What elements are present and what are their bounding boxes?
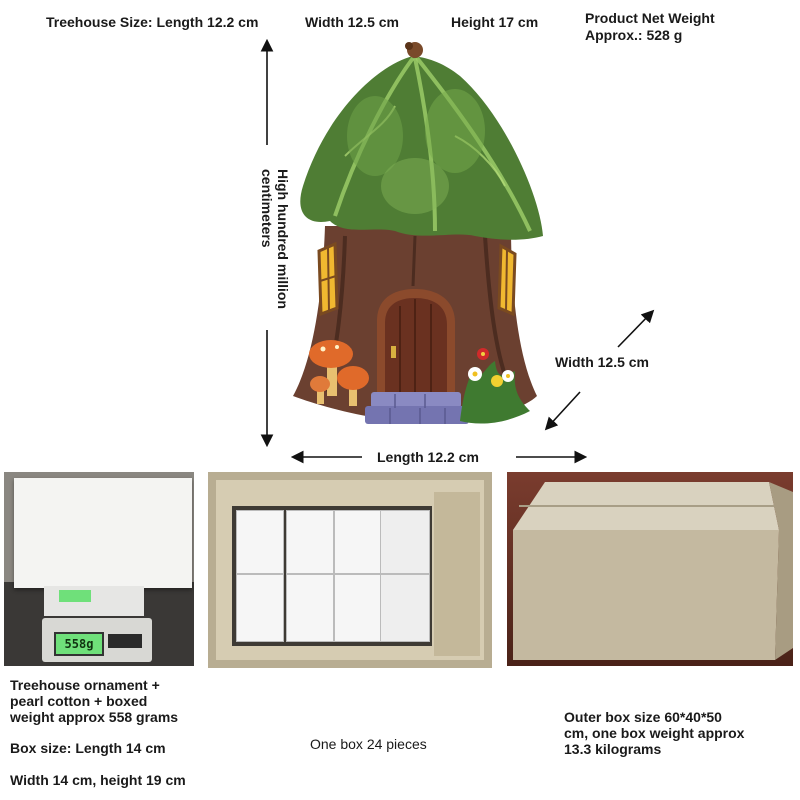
ornament-weight-caption: Treehouse ornament + pearl cotton + boxe… — [10, 677, 178, 725]
net-weight-label: Product Net Weight Approx.: 528 g — [585, 10, 715, 44]
outer-box-caption-line2: cm, one box weight approx — [564, 725, 745, 741]
carton-interior-photo — [208, 472, 492, 668]
size-label: Treehouse Size: Length 12.2 cm — [46, 14, 259, 30]
pieces-per-box-caption: One box 24 pieces — [310, 736, 427, 752]
ornament-caption-line2: pearl cotton + boxed — [10, 693, 148, 709]
dimension-arrows — [260, 38, 655, 464]
scale-display: 558g — [54, 632, 104, 656]
ornament-caption-line3: weight approx 558 grams — [10, 709, 179, 725]
length-bottom-label: Length 12.2 cm — [377, 449, 479, 465]
treehouse-image — [293, 42, 543, 424]
outer-box-caption-line1: Outer box size 60*40*50 — [564, 709, 722, 725]
width-label: Width 12.5 cm — [305, 14, 400, 30]
width-side-label: Width 12.5 cm — [555, 354, 650, 370]
net-weight-line2: Approx.: 528 g — [585, 27, 683, 43]
width-arrow-up — [617, 309, 655, 348]
height-label: Height 17 cm — [451, 14, 539, 30]
outer-box-caption-line3: 13.3 kilograms — [564, 741, 662, 757]
white-gift-box — [14, 478, 192, 588]
vertical-line2: centimeters — [259, 169, 275, 248]
net-weight-line1: Product Net Weight — [585, 10, 715, 26]
box-size-caption: Box size: Length 14 cm — [10, 740, 166, 756]
outer-carton-photo — [507, 472, 793, 666]
width-arrow-down — [544, 391, 581, 431]
ornament-caption-line1: Treehouse ornament + — [10, 677, 160, 693]
boxed-weight-photo: 558g — [4, 472, 194, 666]
box-size-caption-2: Width 14 cm, height 19 cm — [10, 772, 186, 788]
sealed-carton — [513, 482, 793, 660]
outer-box-caption: Outer box size 60*40*50 cm, one box weig… — [564, 709, 744, 757]
